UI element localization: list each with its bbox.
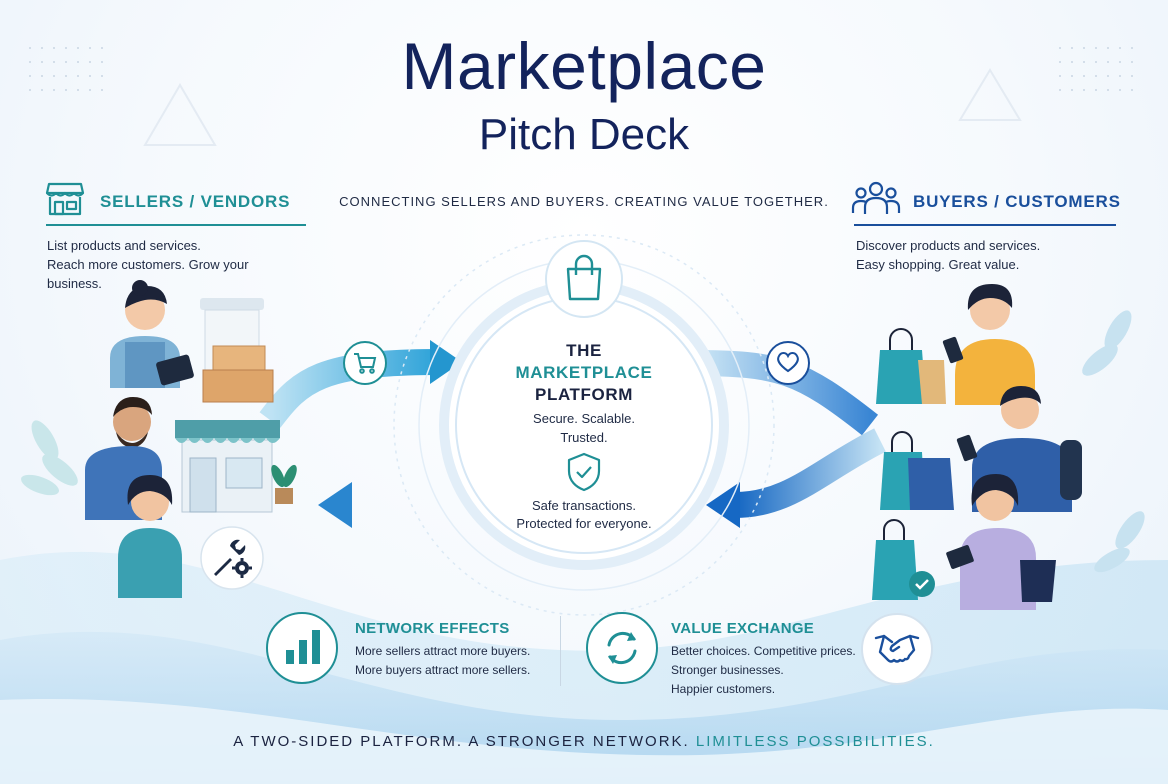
platform-bag-badge bbox=[545, 240, 623, 318]
page-title: Marketplace bbox=[401, 29, 767, 103]
platform-title-line2: MARKETPLACE bbox=[515, 363, 653, 382]
platform-title-line1: THE bbox=[566, 341, 602, 360]
heart-icon bbox=[777, 352, 799, 373]
tagline: CONNECTING SELLERS AND BUYERS. CREATING … bbox=[339, 194, 829, 209]
buyers-illustration bbox=[872, 284, 1145, 610]
platform-safety-line1: Safe transactions. bbox=[531, 498, 637, 513]
refresh-icon bbox=[607, 631, 637, 665]
value-exchange-text: Better choices. Competitive prices. Stro… bbox=[671, 644, 856, 696]
platform-desc-line2: Trusted. bbox=[560, 430, 608, 445]
shopping-bag-icon bbox=[566, 254, 602, 301]
bar-chart-icon bbox=[286, 630, 320, 664]
buyers-divider bbox=[854, 224, 1116, 226]
platform-desc-line1: Secure. Scalable. bbox=[533, 411, 635, 426]
footer-part2: LIMITLESS POSSIBILITIES. bbox=[695, 733, 935, 750]
value-exchange-badge bbox=[586, 612, 658, 684]
heart-badge bbox=[766, 341, 810, 385]
buyers-heading: BUYERS / CUSTOMERS bbox=[913, 192, 1121, 211]
footer-part1: A TWO-SIDED PLATFORM. A STRONGER NETWORK… bbox=[233, 733, 696, 750]
value-exchange-heading: VALUE EXCHANGE bbox=[671, 620, 815, 637]
sellers-divider bbox=[46, 224, 306, 226]
handshake-icon bbox=[874, 634, 920, 663]
cart-badge bbox=[343, 341, 387, 385]
network-effects-text: More sellers attract more buyers. More b… bbox=[355, 644, 531, 677]
sellers-illustration bbox=[21, 280, 297, 598]
footer-statement: A TWO-SIDED PLATFORM. A STRONGER NETWORK… bbox=[0, 733, 1168, 750]
store-icon bbox=[45, 182, 85, 216]
platform-title-line3: PLATFORM bbox=[535, 385, 633, 404]
wrench-gear-icon bbox=[214, 539, 252, 578]
feature-divider bbox=[560, 616, 561, 686]
people-icon bbox=[851, 181, 901, 214]
cart-icon bbox=[354, 353, 377, 374]
platform-safety-line2: Protected for everyone. bbox=[516, 516, 652, 531]
page-subtitle: Pitch Deck bbox=[478, 110, 690, 159]
sellers-description: List products and services. Reach more c… bbox=[47, 238, 249, 291]
shield-check-icon bbox=[567, 452, 601, 492]
network-effects-heading: NETWORK EFFECTS bbox=[355, 620, 510, 637]
sellers-heading: SELLERS / VENDORS bbox=[100, 192, 291, 211]
buyers-description: Discover products and services. Easy sho… bbox=[856, 238, 1041, 272]
